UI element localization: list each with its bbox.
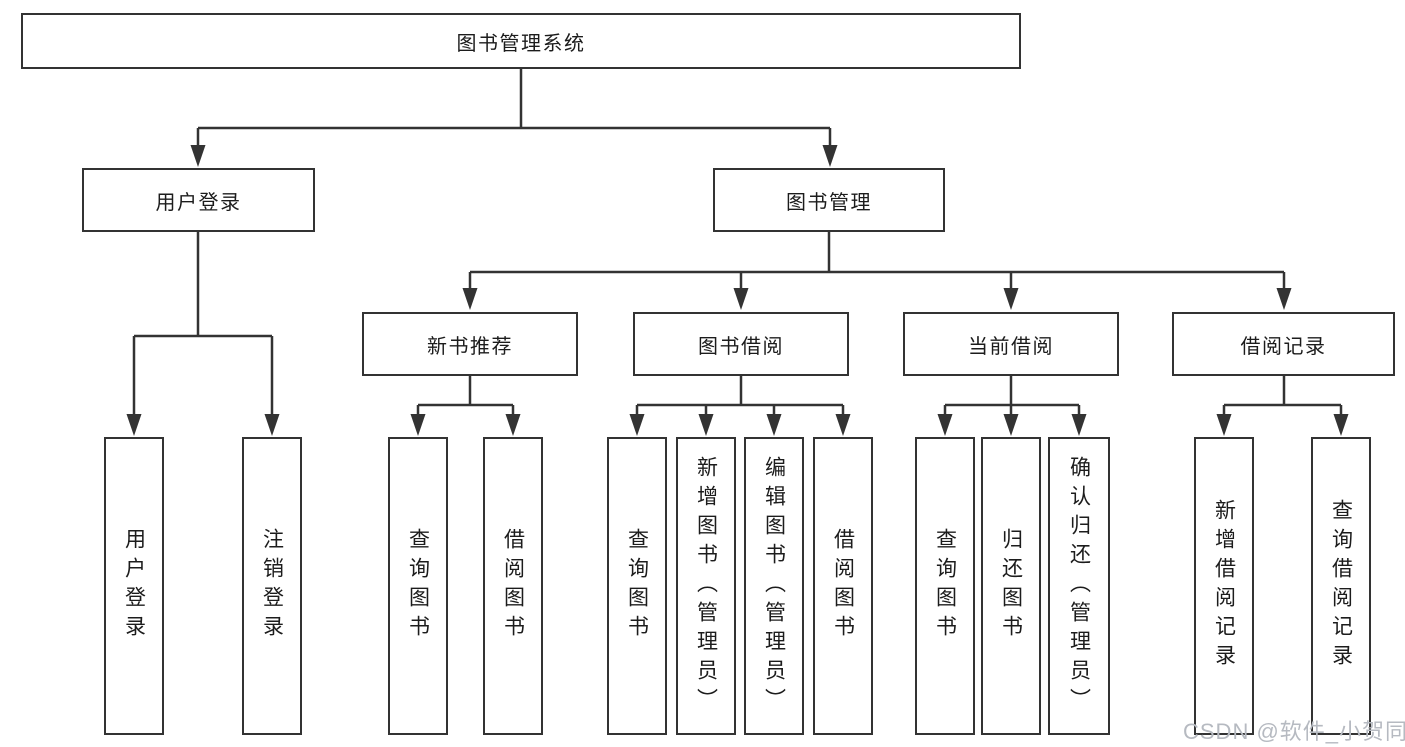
node-book-borrow: 图书借阅 [633,312,849,376]
csdn-watermark: CSDN @软件_小贺同学 [1183,719,1405,744]
node-root: 图书管理系统 [21,13,1021,69]
leaf-user-login: 用户登录 [104,437,164,735]
arrow-icon [766,414,782,436]
connector-new-book-rec-to-leaves [416,376,515,418]
leaf-return-book-label: 归还图书 [999,528,1023,644]
leaf-borrow-books-rec-label: 借阅图书 [501,528,525,644]
node-root-label: 图书管理系统 [456,32,586,55]
arrow-icon [733,288,749,310]
arrow-icon [190,145,206,167]
arrow-icon [505,414,521,436]
node-book-borrow-label: 图书借阅 [698,335,784,358]
arrow-icon [1003,414,1019,436]
leaf-query-books-borrow-label: 查询图书 [625,528,649,644]
arrow-icon [1071,414,1087,436]
leaf-query-books-current-label: 查询图书 [933,528,957,644]
node-current-borrow-label: 当前借阅 [968,335,1054,358]
connector-book-mgmt-to-level3 [468,232,1286,293]
leaf-add-book-admin: 新增图书（管理员） [676,437,736,735]
connector-root-to-level2 [196,69,832,150]
leaf-query-books-rec-label: 查询图书 [406,528,430,644]
arrow-icon [264,414,280,436]
node-current-borrow: 当前借阅 [903,312,1119,376]
leaf-add-borrow-record-label: 新增借阅记录 [1212,499,1236,673]
leaf-query-books-borrow: 查询图书 [607,437,667,735]
node-new-book-rec: 新书推荐 [362,312,578,376]
arrow-icon [410,414,426,436]
arrow-icon [835,414,851,436]
arrow-icon [822,145,838,167]
leaf-edit-book-admin-label: 编辑图书（管理员） [762,455,786,717]
leaf-query-borrow-record: 查询借阅记录 [1311,437,1371,735]
leaf-user-login-label: 用户登录 [122,528,146,644]
leaf-query-books-current: 查询图书 [915,437,975,735]
leaf-edit-book-admin: 编辑图书（管理员） [744,437,804,735]
arrowheads [126,145,1349,436]
connector-book-borrow-to-leaves [635,376,845,418]
arrow-icon [1216,414,1232,436]
node-user-login-label: 用户登录 [155,191,242,214]
connector-current-borrow-to-leaves [943,376,1081,418]
leaf-confirm-return-admin-label: 确认归还（管理员） [1067,455,1091,717]
leaf-logout-label: 注销登录 [260,528,284,644]
leaf-query-books-rec: 查询图书 [388,437,448,735]
leaf-query-borrow-record-label: 查询借阅记录 [1329,499,1353,673]
node-user-login: 用户登录 [82,168,315,232]
connector-user-login-to-leaves [132,232,274,418]
connector-lines [132,69,1343,418]
node-book-mgmt-label: 图书管理 [786,191,872,214]
leaf-return-book: 归还图书 [981,437,1041,735]
connector-borrow-records-to-leaves [1222,376,1343,418]
leaf-borrow-books-rec: 借阅图书 [483,437,543,735]
node-borrow-records-label: 借阅记录 [1240,335,1327,358]
arrow-icon [126,414,142,436]
arrow-icon [629,414,645,436]
node-book-mgmt: 图书管理 [713,168,945,232]
node-borrow-records: 借阅记录 [1172,312,1395,376]
arrow-icon [698,414,714,436]
leaf-confirm-return-admin: 确认归还（管理员） [1048,437,1110,735]
leaf-add-borrow-record: 新增借阅记录 [1194,437,1254,735]
leaf-borrow-books-label: 借阅图书 [831,528,855,644]
arrow-icon [462,288,478,310]
arrow-icon [1276,288,1292,310]
leaf-add-book-admin-label: 新增图书（管理员） [694,455,718,717]
leaf-logout: 注销登录 [242,437,302,735]
leaf-borrow-books: 借阅图书 [813,437,873,735]
arrow-icon [1003,288,1019,310]
node-new-book-rec-label: 新书推荐 [427,335,513,358]
arrow-icon [937,414,953,436]
arrow-icon [1333,414,1349,436]
